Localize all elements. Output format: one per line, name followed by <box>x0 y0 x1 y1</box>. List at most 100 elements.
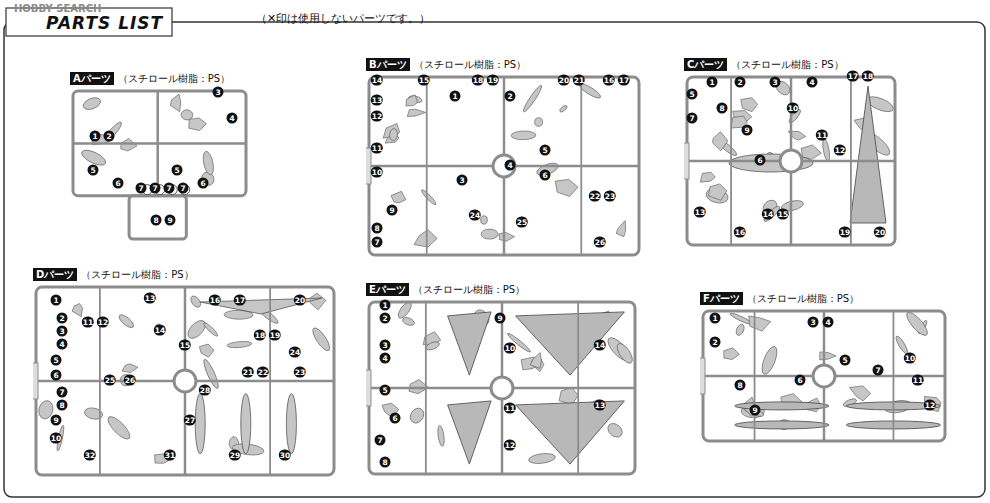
callout-number: 20 <box>558 75 570 86</box>
callout-number: 24 <box>289 347 301 358</box>
callout-number: 14 <box>762 209 774 220</box>
callout-number: 2 <box>710 337 721 348</box>
callout-number: 20 <box>294 295 306 306</box>
runner-heading: Aパーツ（スチロール樹脂：PS） <box>70 70 249 86</box>
callout-number: 17 <box>234 295 246 306</box>
callout-number: 16 <box>603 75 615 86</box>
callout-number: 31 <box>164 450 176 461</box>
callout-number: 8 <box>151 215 162 226</box>
callout-number: 2 <box>57 313 68 324</box>
callout-number: 5 <box>88 165 99 176</box>
runner-frame: Fパーツ （スチロール樹脂：PS） <box>700 290 948 444</box>
runner <box>73 91 246 239</box>
runner-heading: Fパーツ （スチロール樹脂：PS） <box>700 290 948 306</box>
callout-number: 19 <box>269 330 281 341</box>
callout-number: 13 <box>594 400 606 411</box>
callout-number: 21 <box>573 75 585 86</box>
outer-border <box>4 22 985 497</box>
callout-number: 30 <box>279 450 291 461</box>
callout-number: 12 <box>371 111 383 122</box>
callout-number: 7 <box>178 183 189 194</box>
callout-number: 7 <box>873 365 884 376</box>
callout-number: 1 <box>380 300 391 311</box>
callout-number: 18 <box>862 71 874 82</box>
callout-number: 15 <box>418 75 430 86</box>
callout-number: 17 <box>847 71 859 82</box>
callout-number: 20 <box>874 227 886 238</box>
callout-number: 6 <box>795 375 806 386</box>
callout-number: 4 <box>380 353 391 364</box>
callout-number: 11 <box>82 317 94 328</box>
callout-number: 18 <box>472 75 484 86</box>
callout-number: 6 <box>51 370 62 381</box>
callout-number: 8 <box>372 223 383 234</box>
callout-number: 19 <box>487 75 499 86</box>
callout-number: 10 <box>50 433 62 444</box>
callout-number: 7 <box>150 183 161 194</box>
callout-number: 5 <box>540 145 551 156</box>
material-note: （スチロール樹脂：PS） <box>414 58 526 71</box>
callout-number: 1 <box>710 313 721 324</box>
callout-number: 24 <box>469 210 481 221</box>
runner <box>700 311 945 441</box>
runner-name: Fパーツ <box>700 292 743 305</box>
runner-name: Cパーツ <box>684 58 727 71</box>
callout-number: 22 <box>257 367 269 378</box>
callout-number: 2 <box>104 131 115 142</box>
callout-number: 4 <box>807 77 818 88</box>
callout-number: 8 <box>717 103 728 114</box>
callout-number: 9 <box>51 415 62 426</box>
callout-number: 3 <box>213 87 224 98</box>
callout-number: 19 <box>839 227 851 238</box>
callout-number: 18 <box>254 330 266 341</box>
callout-number: 9 <box>742 125 753 136</box>
callout-number: 6 <box>390 413 401 424</box>
callout-number: 10 <box>787 103 799 114</box>
callout-number: 5 <box>687 89 698 100</box>
callout-number: 1 <box>90 131 101 142</box>
callout-number: 26 <box>594 237 606 248</box>
runner-drawing <box>684 74 898 248</box>
usage-note: （✕印は使用しないパーツです。） <box>256 11 430 26</box>
callout-number: 6 <box>755 155 766 166</box>
callout-number: 3 <box>57 326 68 337</box>
callout-number: 3 <box>808 317 819 328</box>
callout-number: 12 <box>504 440 516 451</box>
callout-number: 1 <box>707 77 718 88</box>
callout-number: 12 <box>924 400 936 411</box>
material-note: （スチロール樹脂：PS） <box>118 72 230 85</box>
callout-number: 13 <box>694 207 706 218</box>
callout-number: 12 <box>97 317 109 328</box>
callout-number: 13 <box>371 95 383 106</box>
parts <box>724 309 941 430</box>
callout-number: 3 <box>380 340 391 351</box>
callout-number: 10 <box>371 167 383 178</box>
callout-number: 9 <box>387 205 398 216</box>
runner-heading: Bパーツ （スチロール樹脂：PS） <box>366 56 642 72</box>
callout-number: 12 <box>834 145 846 156</box>
callout-number: 6 <box>540 170 551 181</box>
callout-number: 26 <box>124 375 136 386</box>
callout-number: 28 <box>199 385 211 396</box>
runner-name: Bパーツ <box>366 58 410 71</box>
callout-number: 5 <box>51 355 62 366</box>
parts <box>80 94 217 187</box>
callout-number: 8 <box>380 457 391 468</box>
callout-number: 4 <box>823 317 834 328</box>
callout-number: 14 <box>594 340 606 351</box>
callout-number: 1 <box>450 91 461 102</box>
callout-number: 22 <box>589 191 601 202</box>
callout-number: 5 <box>840 355 851 366</box>
runner-drawing <box>33 284 337 478</box>
callout-number: 7 <box>687 113 698 124</box>
parts <box>700 79 895 224</box>
callout-number: 15 <box>777 209 789 220</box>
watermark: HOBBY SEARCH <box>14 3 101 14</box>
material-note: （スチロール樹脂：PS） <box>747 292 859 305</box>
callout-number: 21 <box>242 367 254 378</box>
callout-number: 2 <box>380 313 391 324</box>
callout-number: 5 <box>172 165 183 176</box>
callout-number: 4 <box>505 160 516 171</box>
callout-number: 16 <box>209 295 221 306</box>
